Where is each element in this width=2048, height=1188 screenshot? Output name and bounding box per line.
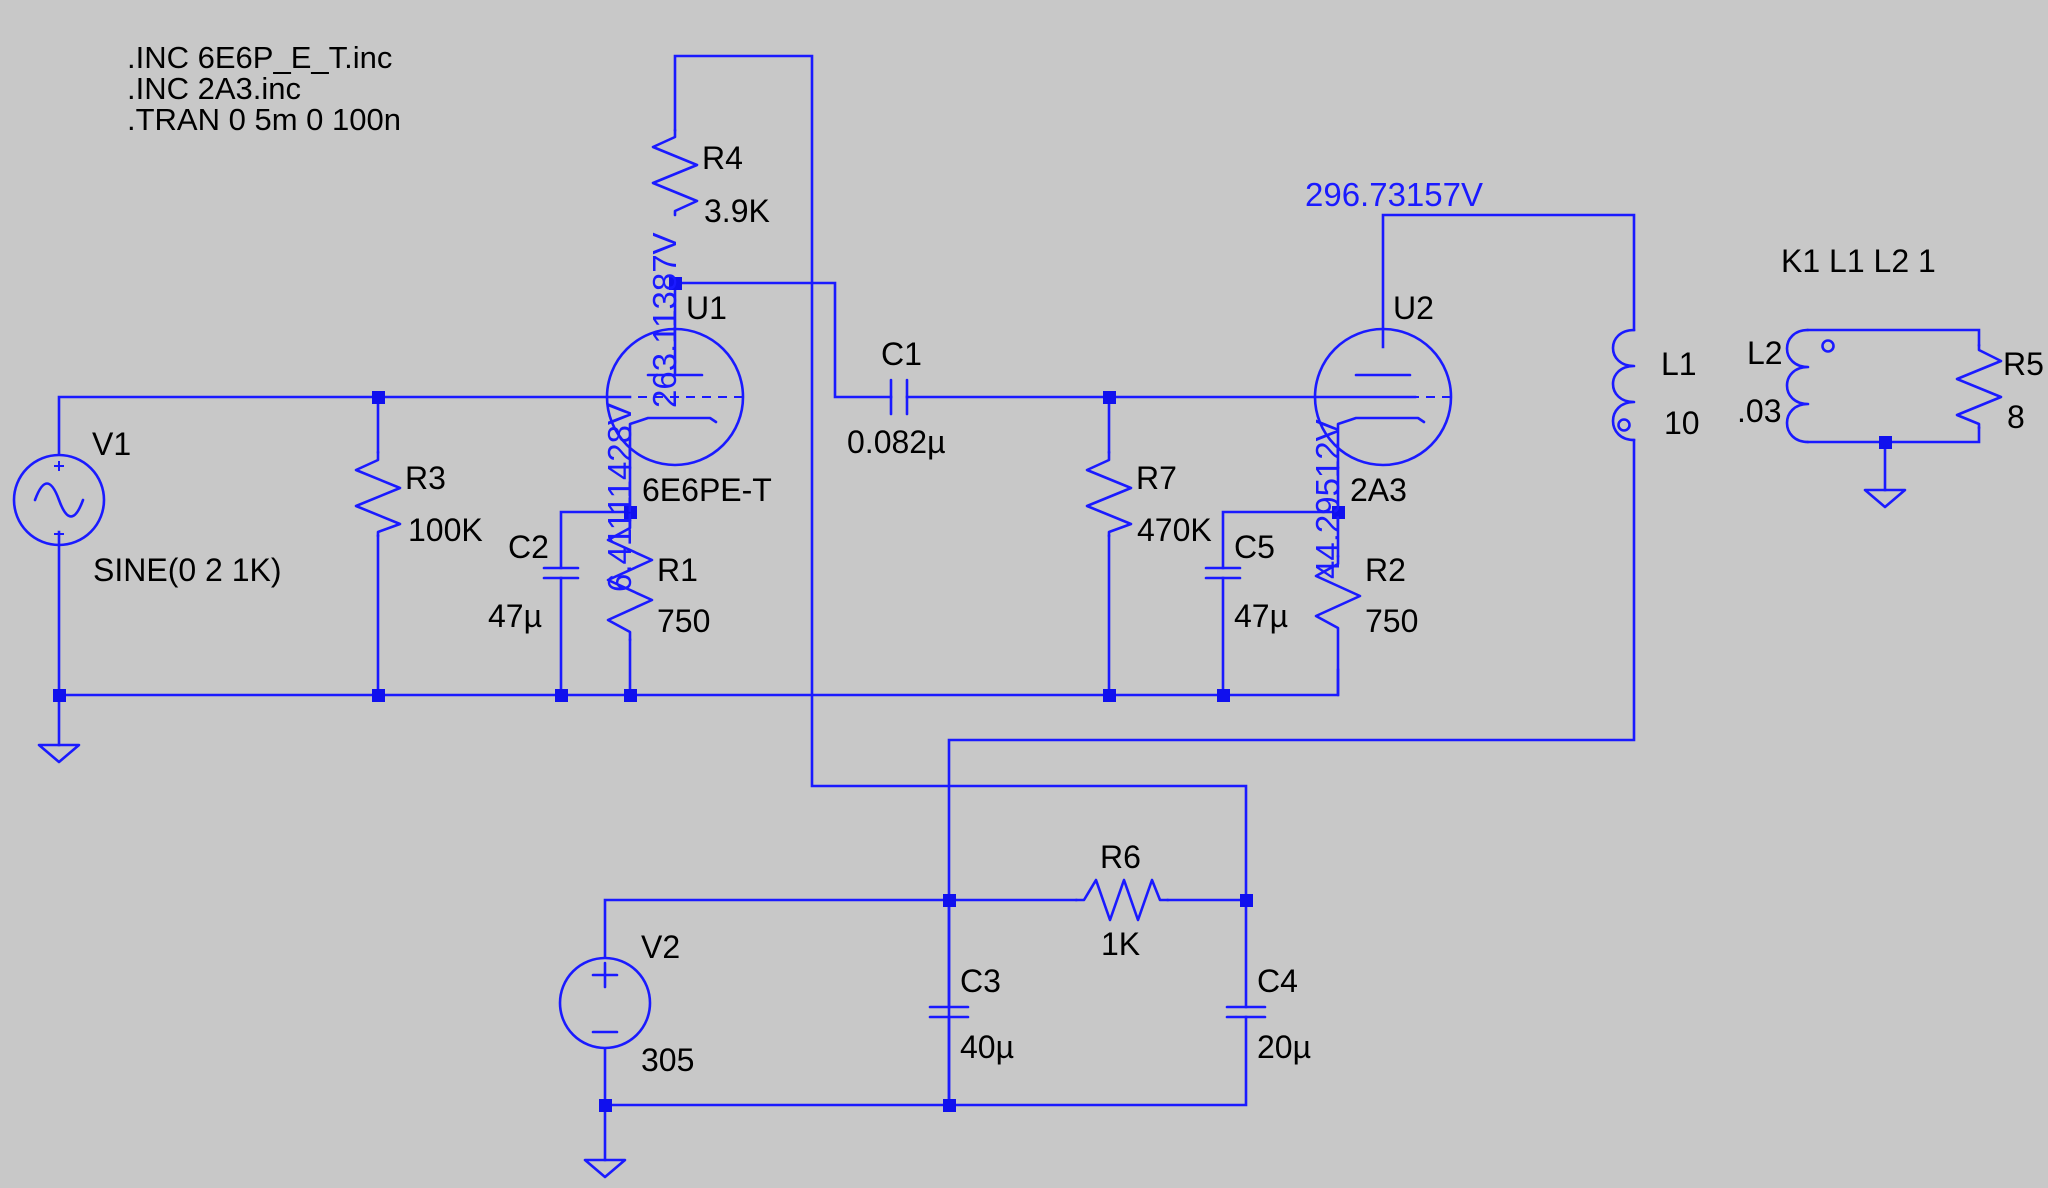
l1-name: L1: [1661, 346, 1697, 382]
c4-name: C4: [1257, 963, 1298, 999]
u2-model: 2A3: [1350, 472, 1407, 508]
directive-inc-6e6p: .INC 6E6P_E_T.inc: [127, 40, 392, 75]
r7-value: 470K: [1137, 512, 1212, 548]
r5-value: 8: [2007, 399, 2025, 435]
c1-value: 0.082µ: [847, 424, 946, 460]
r4-name: R4: [702, 140, 743, 176]
r4-value: 3.9K: [704, 193, 770, 229]
voltage-u1-cathode: 6.41111428V: [601, 403, 638, 592]
resistor-r6: [1074, 878, 1170, 922]
capacitor-c4: [1225, 1005, 1267, 1019]
inductor-l1: [1611, 328, 1636, 442]
spice-directives: .INC 6E6P_E_T.inc .INC 2A3.inc .TRAN 0 5…: [127, 40, 1936, 279]
resistors: [354, 128, 2003, 922]
directive-coupling: K1 L1 L2 1: [1781, 243, 1936, 279]
resistor-r7: [1085, 450, 1133, 538]
v1-value: SINE(0 2 1K): [93, 552, 282, 588]
c2-name: C2: [508, 529, 549, 565]
u1-model: 6E6PE-T: [642, 472, 772, 508]
l1-value: 10: [1664, 405, 1700, 441]
resistor-r3: [354, 450, 402, 538]
v1-name: V1: [92, 426, 131, 462]
c4-value: 20µ: [1257, 1029, 1311, 1065]
r1-value: 750: [657, 603, 710, 639]
r2-name: R2: [1365, 552, 1406, 588]
r3-name: R3: [405, 460, 446, 496]
inductor-l2: [1785, 328, 1835, 444]
r1-name: R1: [657, 552, 698, 588]
c3-name: C3: [960, 963, 1001, 999]
resistor-r1: [606, 518, 654, 642]
node-voltage-labels: 296.73157V 263.11387V 6.41111428V 44.295…: [601, 176, 1483, 592]
r3-value: 100K: [408, 512, 483, 548]
c1-name: C1: [881, 336, 922, 372]
voltage-u1-plate: 263.11387V: [646, 232, 683, 408]
source-v1: [12, 453, 106, 547]
voltage-u2-cathode: 44.29512V: [1309, 419, 1346, 579]
directive-inc-2a3: .INC 2A3.inc: [127, 71, 301, 106]
resistor-r4: [651, 128, 699, 217]
capacitor-c3: [928, 1005, 970, 1019]
junction-nodes: [53, 277, 1892, 1112]
v2-name: V2: [641, 929, 680, 965]
directive-tran: .TRAN 0 5m 0 100n: [127, 102, 401, 137]
u1-name: U1: [686, 290, 727, 326]
c5-value: 47µ: [1234, 598, 1288, 634]
triode-u2: [1313, 327, 1453, 470]
capacitor-c5: [1204, 566, 1242, 580]
ground-v1: [37, 743, 81, 764]
source-v2: [558, 956, 652, 1050]
r6-name: R6: [1100, 839, 1141, 875]
ground-l2: [1863, 488, 1907, 509]
c5-name: C5: [1234, 529, 1275, 565]
r6-value: 1K: [1101, 926, 1140, 962]
capacitor-c2: [542, 566, 580, 580]
resistor-r5: [1955, 343, 2003, 430]
c3-value: 40µ: [960, 1029, 1014, 1065]
ground-symbols: [37, 488, 1907, 1179]
component-labels: V1 SINE(0 2 1K) R3 100K C2 47µ R4 3.9K U…: [92, 140, 2044, 1078]
u2-name: U2: [1393, 290, 1434, 326]
capacitor-c1: [889, 378, 909, 416]
triode-u1: [605, 327, 745, 470]
r5-name: R5: [2003, 346, 2044, 382]
v2-value: 305: [641, 1042, 694, 1078]
capacitors: [542, 378, 1267, 1019]
c2-value: 47µ: [488, 598, 542, 634]
l2-name: L2: [1747, 335, 1783, 371]
wires: [57, 54, 1981, 1162]
r2-value: 750: [1365, 603, 1418, 639]
resistor-r2: [1314, 554, 1362, 697]
r7-name: R7: [1136, 460, 1177, 496]
l2-value: .03: [1737, 393, 1781, 429]
ground-v2: [583, 1158, 627, 1179]
voltage-u2-plate: 296.73157V: [1305, 176, 1483, 213]
